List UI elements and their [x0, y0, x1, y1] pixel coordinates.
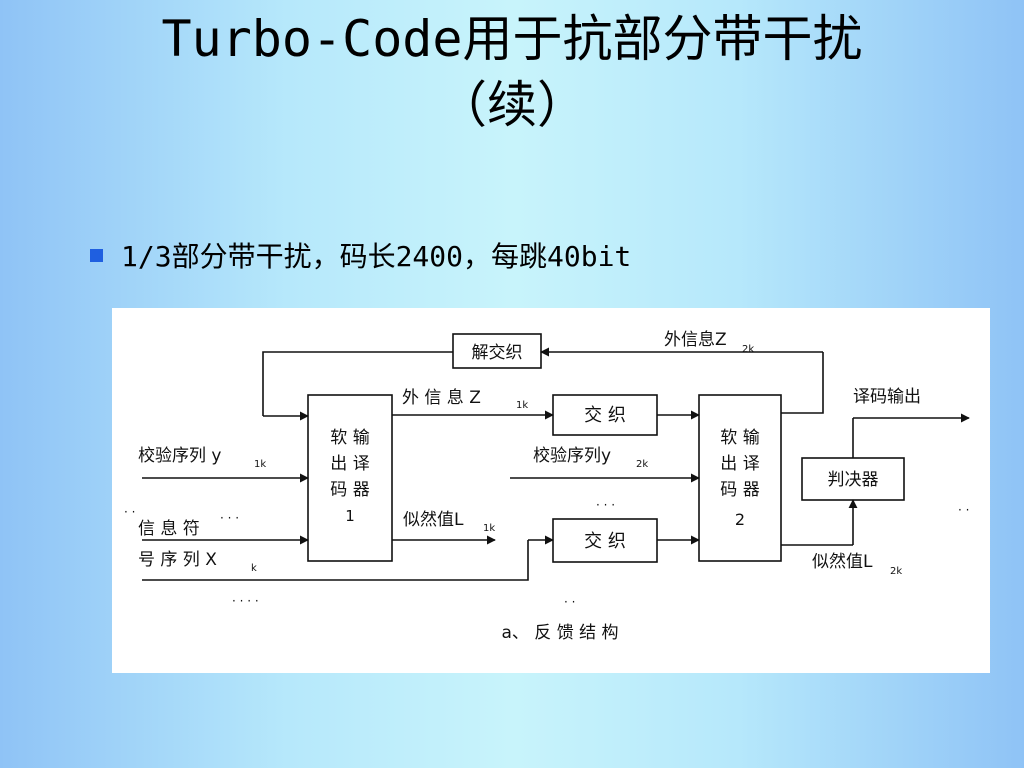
y1-subscript: 1k	[254, 459, 266, 470]
slide-title: Turbo-Code用于抗部分带干扰 （续）	[0, 6, 1024, 138]
dots-2: · · · ·	[232, 594, 259, 608]
z2-label: 外信息Z	[664, 330, 727, 350]
output-label: 译码输出	[853, 387, 921, 407]
dots-5: · ·	[124, 505, 135, 519]
decoder-2-label-3: 码 器	[720, 480, 759, 500]
diagram-canvas: 解交织 交 织 交 织 软 输 出 译 码 器 1 软 输 出 译 码 器 2 …	[124, 330, 970, 643]
dots-1: · · ·	[220, 511, 239, 525]
decoder-1-label-4: 1	[345, 507, 355, 525]
z1-subscript: 1k	[516, 400, 528, 411]
decoder-2-box	[698, 394, 782, 562]
dots-3: · · ·	[596, 498, 615, 512]
diagram-caption: a、 反 馈 结 构	[501, 623, 618, 643]
decoder-1-label-3: 码 器	[330, 480, 369, 500]
xk-branch-line	[142, 540, 529, 581]
dots-4: · ·	[564, 595, 575, 609]
bullet-text: 1/3部分带干扰，码长2400，每跳40bit	[121, 240, 632, 273]
slide-title-line-2: （续）	[437, 76, 587, 134]
decoder-1-box	[307, 394, 393, 562]
bullet-item: 1/3部分带干扰，码长2400，每跳40bit	[90, 232, 631, 278]
l1-subscript: 1k	[483, 523, 495, 534]
info-seq-subscript: k	[251, 563, 257, 574]
info-seq-label-2: 号 序 列 X	[138, 550, 217, 570]
decoder-2-label-2: 出 译	[720, 454, 759, 474]
turbo-decoder-diagram: 解交织 交 织 交 织 软 输 出 译 码 器 1 软 输 出 译 码 器 2 …	[112, 308, 990, 673]
decoder-1-label-1: 软 输	[330, 428, 369, 448]
l2-subscript: 2k	[890, 566, 902, 577]
l2-label: 似然值L	[812, 552, 873, 572]
square-bullet-icon	[90, 248, 103, 262]
y1-label: 校验序列 y	[138, 446, 221, 466]
slide-title-line-1: Turbo-Code用于抗部分带干扰	[161, 10, 863, 68]
y2-label: 校验序列y	[533, 446, 611, 466]
info-seq-label-1: 信 息 符	[138, 519, 200, 539]
decoder-2-label-4: 2	[735, 510, 745, 529]
interleaver-bottom-label: 交 织	[584, 531, 626, 552]
feedback-z2-line	[781, 352, 824, 414]
l1-label: 似然值L	[403, 510, 464, 530]
decoder-2-label-1: 软 输	[720, 428, 759, 448]
interleaver-top-label: 交 织	[584, 405, 626, 426]
dots-6: · ·	[958, 503, 969, 517]
decoder-1-label-2: 出 译	[330, 454, 369, 474]
z1-label: 外 信 息 Z	[402, 388, 481, 408]
z2-subscript: 2k	[742, 344, 754, 355]
deinterleaver-label: 解交织	[472, 343, 523, 363]
deinterleaved-line	[262, 351, 453, 416]
decision-label: 判决器	[828, 470, 879, 490]
y2-subscript: 2k	[636, 459, 648, 470]
